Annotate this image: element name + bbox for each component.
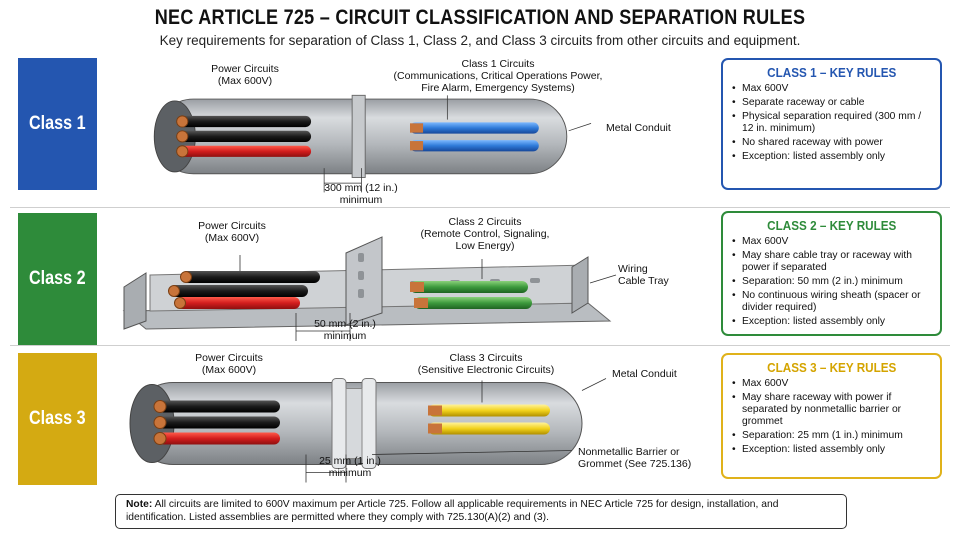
- class1-label-box: Class 1: [18, 58, 97, 190]
- class1-rules-card: CLASS 1 – KEY RULES Max 600V Separate ra…: [721, 58, 942, 190]
- list-item: Exception: listed assembly only: [731, 444, 932, 456]
- class1-rules-title: CLASS 1 – KEY RULES: [766, 65, 897, 80]
- page-title: NEC ARTICLE 725 – CIRCUIT CLASSIFICATION…: [154, 6, 806, 29]
- class1-rules-list: Max 600V Separate raceway or cable Physi…: [731, 83, 932, 163]
- note-text: All circuits are limited to 600V maximum…: [126, 499, 779, 523]
- list-item: Separate raceway or cable: [731, 97, 932, 109]
- list-item: Max 600V: [731, 378, 932, 390]
- class3-label: Class 3: [29, 408, 86, 429]
- class3-power-label: Power Circuits (Max 600V): [195, 352, 263, 376]
- class3-rules-title: CLASS 3 – KEY RULES: [766, 360, 897, 375]
- section-divider: [10, 207, 950, 208]
- class2-rules-card: CLASS 2 – KEY RULES Max 600V May share c…: [721, 211, 942, 336]
- note-label: Note:: [126, 499, 153, 510]
- footer-note: Note: All circuits are limited to 600V m…: [115, 494, 847, 529]
- class1-separation-label: 300 mm (12 in.) minimum: [324, 182, 398, 206]
- class2-rules-list: Max 600V May share cable tray or raceway…: [731, 236, 932, 328]
- list-item: May share raceway with power if separate…: [731, 392, 932, 428]
- class3-rules-card: CLASS 3 – KEY RULES Max 600V May share r…: [721, 353, 942, 479]
- class1-power-label: Power Circuits (Max 600V): [211, 63, 279, 87]
- list-item: Separation: 25 mm (1 in.) minimum: [731, 430, 932, 442]
- class3-circuits-label: Class 3 Circuits (Sensitive Electronic C…: [417, 352, 555, 376]
- list-item: May share cable tray or raceway with pow…: [731, 250, 932, 274]
- page-subtitle: Key requirements for separation of Class…: [159, 33, 801, 48]
- class3-label-box: Class 3: [18, 353, 97, 485]
- class2-circuits-label: Class 2 Circuits (Remote Control, Signal…: [420, 216, 550, 252]
- list-item: Exception: listed assembly only: [731, 316, 932, 328]
- list-item: Max 600V: [731, 236, 932, 248]
- class3-rules-list: Max 600V May share raceway with power if…: [731, 378, 932, 456]
- class1-enclosure-label: Metal Conduit: [606, 122, 671, 134]
- class2-label-box: Class 2: [18, 213, 97, 345]
- class2-cable-tray-diagram: [122, 236, 617, 341]
- section-divider: [10, 345, 950, 346]
- class1-conduit-diagram: [153, 94, 592, 193]
- class3-separation-label: 25 mm (1 in.) minimum: [319, 455, 381, 479]
- list-item: Separation: 50 mm (2 in.) minimum: [731, 276, 932, 288]
- class2-enclosure-label: Wiring Cable Tray: [618, 263, 669, 287]
- class1-label: Class 1: [29, 113, 86, 134]
- list-item: Max 600V: [731, 83, 932, 95]
- class2-power-label: Power Circuits (Max 600V): [198, 220, 266, 244]
- class2-rules-title: CLASS 2 – KEY RULES: [766, 218, 897, 233]
- list-item: Physical separation required (300 mm / 1…: [731, 111, 932, 135]
- class2-separation-label: 50 mm (2 in.) minimum: [314, 318, 376, 342]
- list-item: No continuous wiring sheath (spacer or d…: [731, 290, 932, 314]
- class2-label: Class 2: [29, 268, 86, 289]
- class1-circuits-label: Class 1 Circuits (Communications, Critic…: [393, 58, 603, 94]
- class3-barrier-label: Nonmetallic Barrier or Grommet (See 725.…: [578, 446, 692, 470]
- list-item: No shared raceway with power: [731, 137, 932, 149]
- class3-conduit-diagram: [129, 378, 607, 483]
- class3-enclosure-label: Metal Conduit: [612, 368, 677, 380]
- list-item: Exception: listed assembly only: [731, 151, 932, 163]
